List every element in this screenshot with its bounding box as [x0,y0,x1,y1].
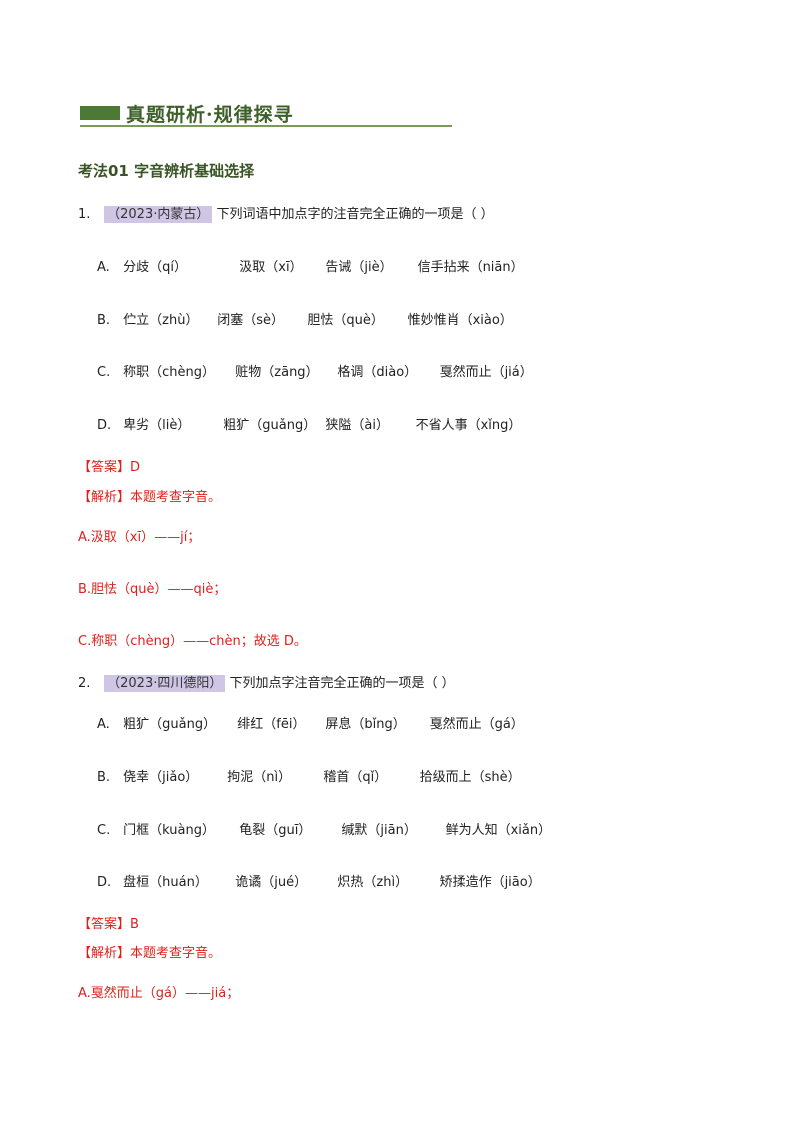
q2-analysis: 【解析】本题考查字音。 [78,946,222,961]
q1-note-c: C.称职（chèng）——chèn；故选 D。 [78,634,307,649]
option-item: 炽热（zhì） [337,875,409,890]
q1-option-b: B. 伫立（zhù） 闭塞（sè） 胆怯（què） 惟妙惟肖（xiào） [97,309,513,328]
option-item: 粗犷（guǎng） [223,418,317,433]
option-letter: A. [97,717,110,732]
q1-option-c: C. 称职（chèng） 赃物（zāng） 格调（diào） 戛然而止（jiá） [97,361,533,380]
option-item: 胆怯（què） [307,313,384,328]
option-item: 称职（chèng） [123,365,216,380]
option-item: 盘桓（huán） [123,875,208,890]
q2-option-d: D. 盘桓（huán） 诡谲（jué） 炽热（zhì） 矫揉造作（jiāo） [97,871,541,890]
q2-option-b: B. 侥幸（jiǎo） 拘泥（nì） 稽首（qǐ） 拾级而上（shè） [97,766,521,785]
q1-note-a: A.汲取（xī）——jí； [78,530,201,545]
section-banner: 真题研析·规律探寻 [80,100,452,128]
option-item: 分歧（qí） [123,260,188,275]
option-item: 侥幸（jiǎo） [123,770,199,785]
option-item: 稽首（qǐ） [323,770,388,785]
option-item: 屏息（bǐng） [325,717,406,732]
option-item: 不省人事（xǐng） [415,418,522,433]
option-item: 格调（diào） [337,365,418,380]
banner-title: 真题研析·规律探寻 [126,104,294,126]
option-item: 粗犷（guǎng） [123,717,217,732]
question-source: （2023·四川德阳） [104,675,226,692]
banner-rule [80,125,452,127]
option-item: 诡谲（jué） [235,875,308,890]
option-item: 缄默（jiān） [341,823,417,838]
question-stem: 下列词语中加点字的注音完全正确的一项是（ ） [216,207,494,222]
option-letter: A. [97,260,110,275]
question-stem: 下列加点字注音完全正确的一项是（ ） [229,676,455,691]
option-letter: C. [97,365,111,380]
option-item: 惟妙惟肖（xiào） [407,313,513,328]
question-number: 1. [78,207,91,222]
option-item: 拾级而上（shè） [419,770,521,785]
option-letter: C. [97,823,111,838]
banner-bar [80,106,120,120]
option-item: 伫立（zhù） [123,313,199,328]
option-item: 绯红（fēi） [237,717,306,732]
option-item: 鲜为人知（xiǎn） [445,823,552,838]
option-item: 龟裂（guī） [239,823,312,838]
option-item: 戛然而止（gá） [429,717,524,732]
question-1: 1. （2023·内蒙古） 下列词语中加点字的注音完全正确的一项是（ ） [78,203,494,223]
option-letter: B. [97,770,111,785]
q1-note-b: B.胆怯（què）——qiè； [78,582,227,597]
option-letter: D. [97,875,112,890]
question-number: 2. [78,676,91,691]
option-item: 拘泥（nì） [227,770,292,785]
question-2: 2. （2023·四川德阳） 下列加点字注音完全正确的一项是（ ） [78,672,455,692]
q1-answer: 【答案】D [78,460,141,475]
question-source: （2023·内蒙古） [104,206,213,223]
option-letter: B. [97,313,111,328]
option-item: 卑劣（liè） [123,418,191,433]
option-item: 赃物（zāng） [235,365,319,380]
q2-answer: 【答案】B [78,917,139,932]
option-item: 告诫（jiè） [325,260,393,275]
q2-note-a: A.戛然而止（gá）——jiá； [78,986,240,1001]
option-item: 门框（kuàng） [123,823,215,838]
q2-option-a: A. 粗犷（guǎng） 绯红（fēi） 屏息（bǐng） 戛然而止（gá） [97,713,524,732]
option-item: 矫揉造作（jiāo） [439,875,541,890]
q1-option-d: D. 卑劣（liè） 粗犷（guǎng） 狭隘（ài） 不省人事（xǐng） [97,414,521,433]
option-item: 戛然而止（jiá） [439,365,533,380]
option-item: 汲取（xī） [239,260,303,275]
q1-analysis: 【解析】本题考查字音。 [78,490,222,505]
option-item: 狭隘（ài） [325,418,390,433]
option-item: 信手拈来（niān） [417,260,524,275]
q1-option-a: A. 分歧（qí） 汲取（xī） 告诫（jiè） 信手拈来（niān） [97,256,524,275]
option-item: 闭塞（sè） [217,313,285,328]
q2-option-c: C. 门框（kuàng） 龟裂（guī） 缄默（jiān） 鲜为人知（xiǎn） [97,819,551,838]
section-title: 考法01 字音辨析基础选择 [78,162,255,180]
option-letter: D. [97,418,112,433]
